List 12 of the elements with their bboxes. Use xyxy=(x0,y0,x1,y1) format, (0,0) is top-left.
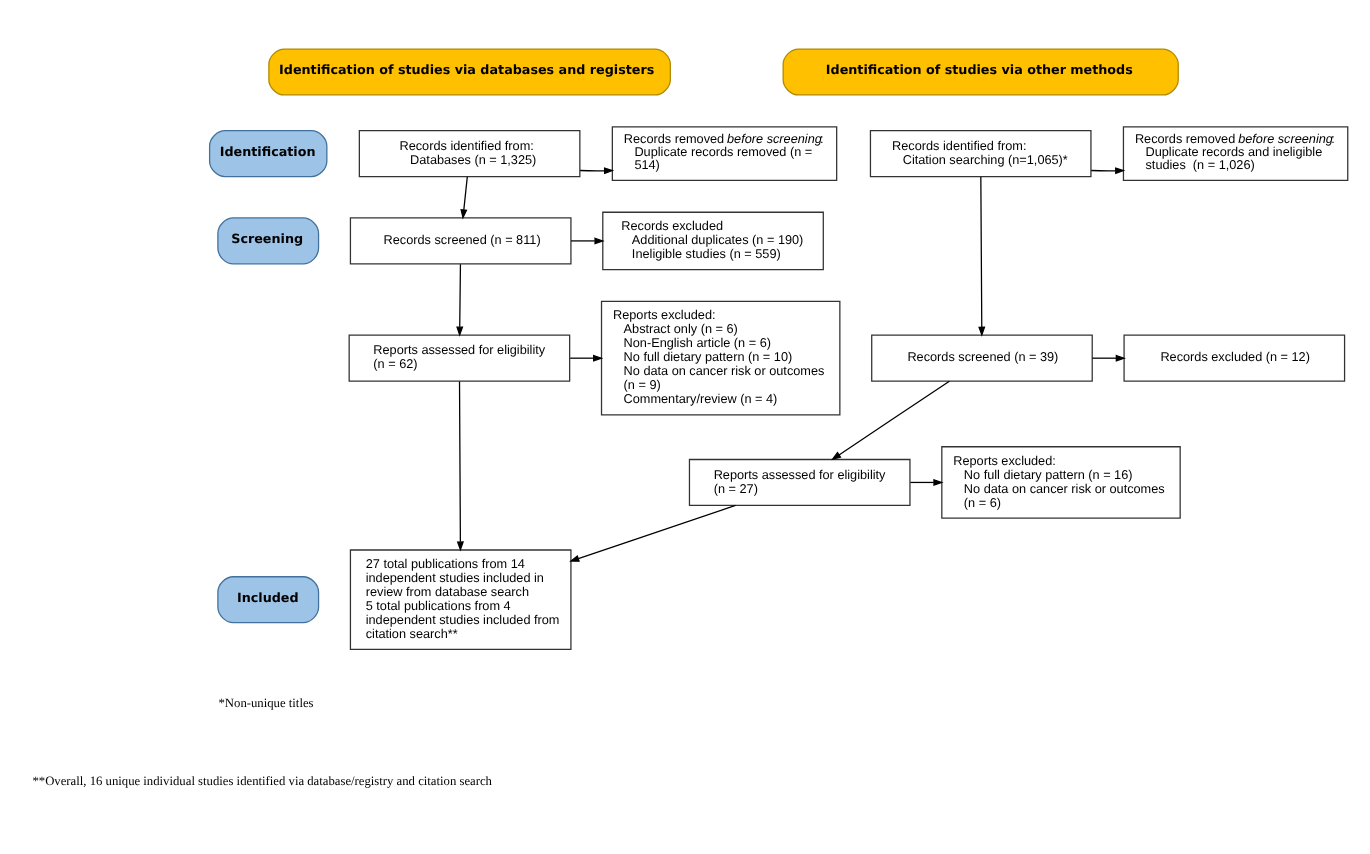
arrow xyxy=(831,380,950,461)
arrow xyxy=(1090,167,1126,175)
arrow xyxy=(978,176,986,337)
arrow xyxy=(456,263,464,337)
arrow xyxy=(1091,354,1126,362)
arrow xyxy=(909,478,944,486)
arrow xyxy=(570,237,605,245)
arrow xyxy=(456,380,464,552)
arrow xyxy=(569,504,737,562)
arrow xyxy=(460,176,468,220)
arrow xyxy=(569,354,604,362)
arrow xyxy=(579,167,615,175)
